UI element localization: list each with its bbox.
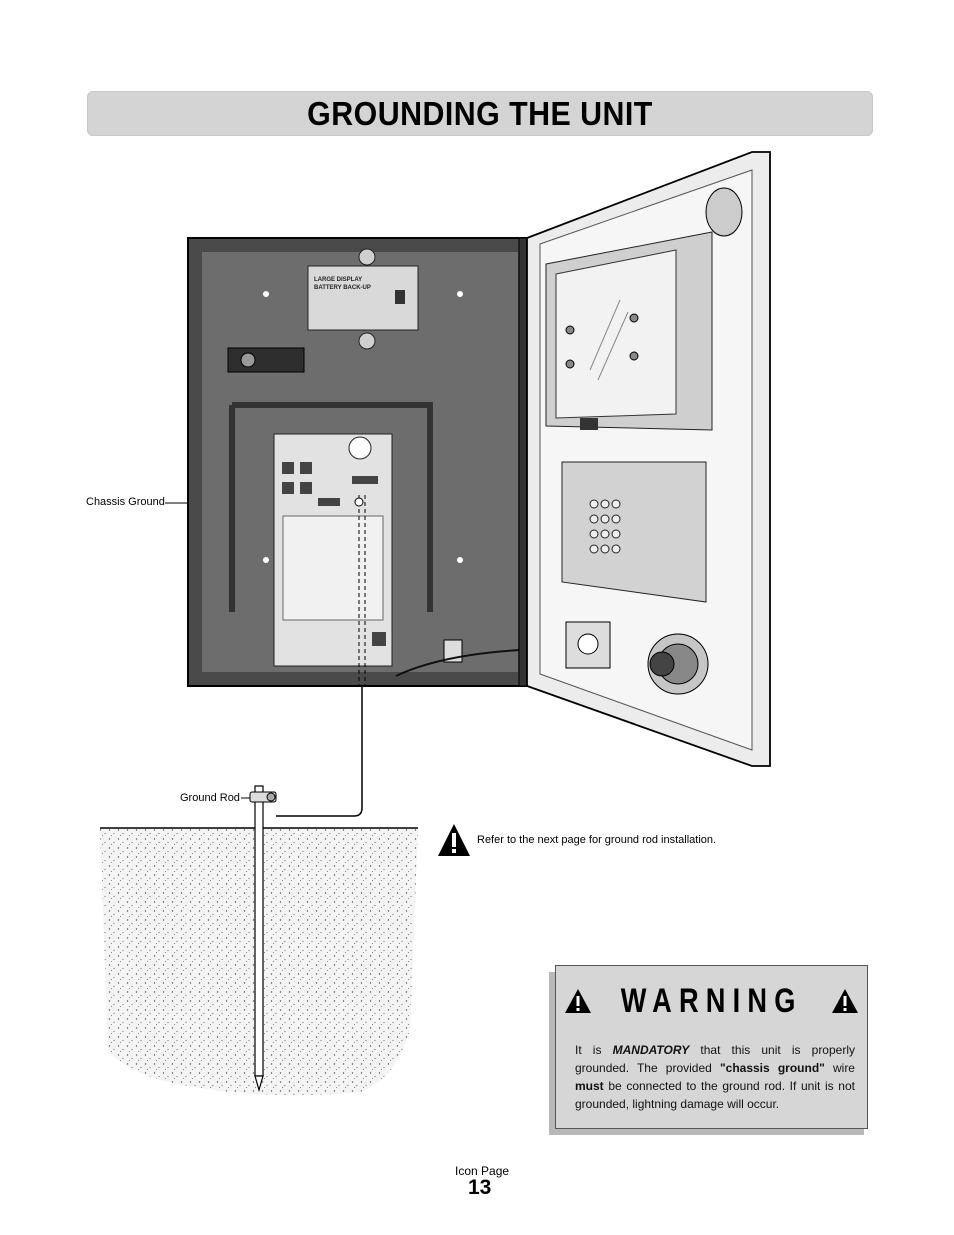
installation-note: Refer to the next page for ground rod in…: [437, 822, 716, 858]
warning-box: WARNING It is MANDATORY that this unit i…: [555, 965, 868, 1129]
warning-triangle-icon: [832, 989, 859, 1013]
warning-triangle-icon: [438, 824, 470, 856]
ground-wire: [276, 500, 363, 817]
warning-text-part: be connected to the ground rod. If unit …: [575, 1079, 855, 1111]
warning-body: It is MANDATORY that this unit is proper…: [575, 1041, 855, 1113]
ground-rod: [249, 785, 277, 1093]
warning-heading: WARNING: [556, 981, 867, 1020]
warning-text-part: that this unit is properly grounded. The…: [575, 1043, 855, 1075]
chassis-ground-emphasis: "chassis ground": [719, 1061, 825, 1075]
chassis-ground-label: Chassis Ground: [86, 496, 165, 508]
warning-text-part: wire: [824, 1061, 855, 1075]
mandatory-emphasis: MANDATORY: [612, 1043, 690, 1057]
battery-module-label: BATTERY BACK-UP: [314, 285, 371, 291]
must-emphasis: must: [575, 1079, 604, 1093]
cabinet-body: [187, 237, 532, 687]
warning-triangle-icon: [564, 989, 591, 1013]
warning-heading-text: WARNING: [620, 981, 803, 1020]
installation-note-text: Refer to the next page for ground rod in…: [477, 834, 717, 846]
battery-module-label: LARGE DISPLAY: [314, 277, 362, 283]
page-number: 13: [468, 1176, 492, 1199]
ground-rod-label: Ground Rod: [180, 792, 240, 804]
page-title: GROUNDING THE UNIT: [307, 95, 653, 132]
footer-section-label: Icon Page: [455, 1164, 510, 1178]
cabinet-door: [526, 151, 771, 767]
warning-text-part: It is: [575, 1043, 613, 1057]
title-banner: GROUNDING THE UNIT: [87, 91, 873, 136]
